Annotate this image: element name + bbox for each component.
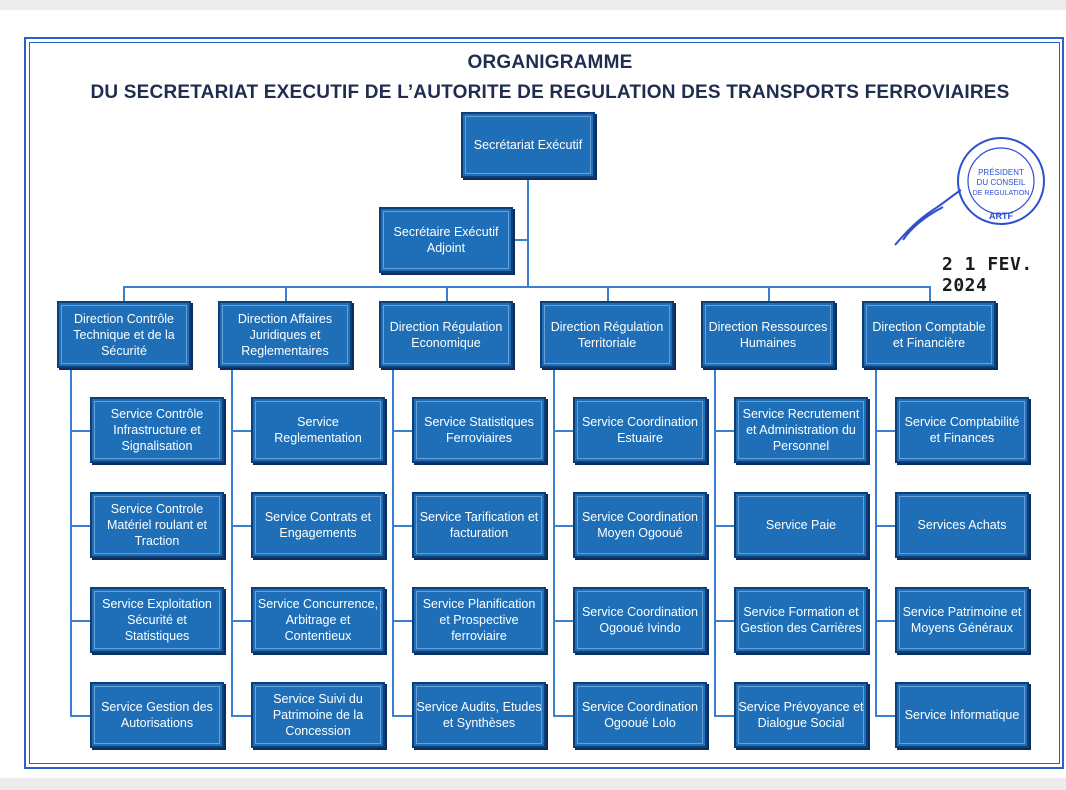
connector-service <box>231 715 251 717</box>
connector-service <box>231 430 251 432</box>
connector-service <box>714 525 734 527</box>
node-service: Service Patrimoine et Moyens Généraux <box>895 587 1029 653</box>
node-service: Service Paie <box>734 492 868 558</box>
connector-service <box>553 620 573 622</box>
outer-frame <box>24 37 1064 769</box>
connector-service <box>714 715 734 717</box>
official-stamp: PRÉSIDENT DU CONSEIL DE REGULATION ARTF <box>957 137 1045 225</box>
connector-service <box>392 715 412 717</box>
connector-spine <box>714 368 716 716</box>
node-direction-ressources-humaines: Direction Ressources Humaines <box>701 301 835 368</box>
node-service: Service Contrôle Infrastructure et Signa… <box>90 397 224 463</box>
connector-service <box>553 430 573 432</box>
connector-spine <box>553 368 555 716</box>
node-direction-regulation-economique: Direction Régulation Economique <box>379 301 513 368</box>
node-service: Service Exploitation Sécurité et Statist… <box>90 587 224 653</box>
signature-icon <box>894 189 962 246</box>
node-direction-controle-technique: Direction Contrôle Technique et de la Sé… <box>57 301 191 368</box>
connector-horizontal-bar <box>123 286 931 288</box>
connector-service <box>231 525 251 527</box>
node-service: Service Coordination Estuaire <box>573 397 707 463</box>
connector-trunk <box>527 178 529 286</box>
stamp-center-text: PRÉSIDENT <box>978 168 1024 177</box>
connector-service <box>875 430 895 432</box>
node-service: Services Achats <box>895 492 1029 558</box>
node-service: Service Reglementation <box>251 397 385 463</box>
connector-service <box>875 715 895 717</box>
node-service: Service Statistiques Ferroviaires <box>412 397 546 463</box>
node-service: Service Controle Matériel roulant et Tra… <box>90 492 224 558</box>
stamp-date: 2 1 FEV. 2024 <box>942 254 1033 296</box>
node-service: Service Tarification et facturation <box>412 492 546 558</box>
node-service: Service Informatique <box>895 682 1029 748</box>
node-service: Service Contrats et Engagements <box>251 492 385 558</box>
node-service: Service Gestion des Autorisations <box>90 682 224 748</box>
stamp-bottom-text: ARTF <box>989 211 1013 221</box>
connector-service <box>70 715 90 717</box>
connector-service <box>70 525 90 527</box>
node-direction-regulation-territoriale: Direction Régulation Territoriale <box>540 301 674 368</box>
node-service: Service Prévoyance et Dialogue Social <box>734 682 868 748</box>
connector-service <box>714 430 734 432</box>
connector-service <box>70 430 90 432</box>
connector-dir-5 <box>768 286 770 301</box>
connector-dir-1 <box>123 286 125 301</box>
node-service: Service Coordination Ogooué Ivindo <box>573 587 707 653</box>
stamp-center-text-2: DU CONSEIL <box>977 178 1026 187</box>
node-service: Service Formation et Gestion des Carrièr… <box>734 587 868 653</box>
connector-service <box>70 620 90 622</box>
connector-spine <box>231 368 233 716</box>
connector-dir-3 <box>446 286 448 301</box>
connector-spine <box>392 368 394 716</box>
inner-frame <box>29 42 1060 764</box>
connector-service <box>231 620 251 622</box>
node-direction-comptable-financiere: Direction Comptable et Financière <box>862 301 996 368</box>
connector-service <box>392 620 412 622</box>
connector-spine <box>70 368 72 716</box>
stamp-graphic <box>957 137 1045 225</box>
connector-service <box>392 430 412 432</box>
connector-service <box>714 620 734 622</box>
chart-subtitle: DU SECRETARIAT EXECUTIF DE L’AUTORITE DE… <box>90 82 1010 103</box>
chart-title: ORGANIGRAMME <box>467 52 633 73</box>
connector-spine <box>875 368 877 716</box>
node-service: Service Suivi du Patrimoine de la Conces… <box>251 682 385 748</box>
node-service: Service Coordination Ogooué Lolo <box>573 682 707 748</box>
connector-dir-6 <box>929 286 931 301</box>
connector-service <box>553 525 573 527</box>
node-direction-affaires-juridiques: Direction Affaires Juridiques et Regleme… <box>218 301 352 368</box>
connector-dir-4 <box>607 286 609 301</box>
node-secretariat-executif: Secrétariat Exécutif <box>461 112 595 178</box>
node-secretaire-executif-adjoint: Secrétaire Exécutif Adjoint <box>379 207 513 273</box>
node-service: Service Audits, Etudes et Synthèses <box>412 682 546 748</box>
connector-service <box>553 715 573 717</box>
connector-service <box>875 620 895 622</box>
node-service: Service Concurrence, Arbitrage et Conten… <box>251 587 385 653</box>
node-service: Service Planification et Prospective fer… <box>412 587 546 653</box>
stamp-center-text-3: DE REGULATION <box>973 190 1030 197</box>
node-service: Service Coordination Moyen Ogooué <box>573 492 707 558</box>
connector-service <box>392 525 412 527</box>
connector-service <box>875 525 895 527</box>
connector-dir-2 <box>285 286 287 301</box>
node-service: Service Recrutement et Administration du… <box>734 397 868 463</box>
connector-deputy <box>512 239 528 241</box>
node-service: Service Comptabilité et Finances <box>895 397 1029 463</box>
